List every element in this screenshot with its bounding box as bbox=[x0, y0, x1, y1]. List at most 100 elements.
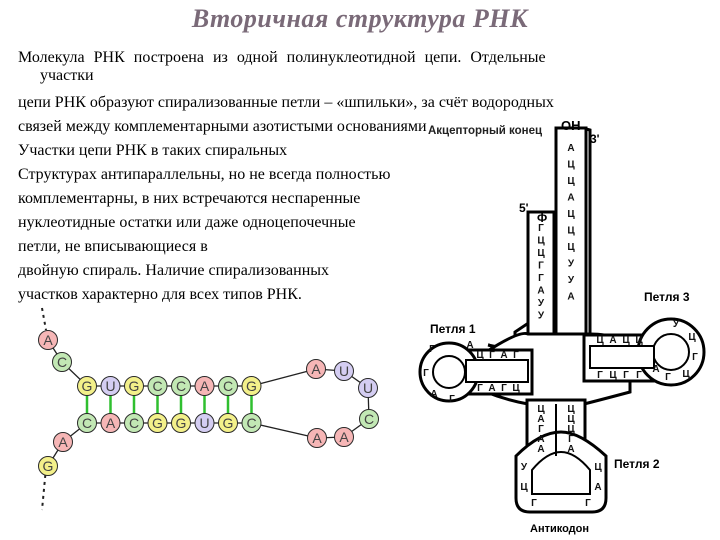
acceptor-end-label: Акцепторный конец bbox=[428, 125, 542, 137]
three-prime-label: 3' bbox=[590, 132, 600, 146]
nucleotide-letter: G bbox=[43, 458, 54, 474]
hairpin-bottom-nucleotide: C bbox=[124, 413, 144, 433]
nucleotide-circle bbox=[241, 413, 262, 433]
loop-1-bottom-base: Ц bbox=[512, 383, 520, 394]
hairpin-loop-nucleotide: C bbox=[359, 409, 379, 429]
nucleotide-circle bbox=[147, 413, 168, 433]
text-line-5: Участки цепи РНК в таких спиральных bbox=[18, 142, 288, 159]
page-title: Вторичная структура РНК bbox=[191, 4, 529, 33]
loop-1-base: А bbox=[466, 340, 473, 351]
hairpin-bottom-nucleotide: C bbox=[77, 413, 97, 433]
hairpin-bottom-nucleotide: G bbox=[171, 413, 191, 433]
nucleotide-circle bbox=[359, 409, 379, 429]
loop-1-bottom-base: А bbox=[488, 383, 495, 394]
loop-2-base: Г bbox=[531, 498, 537, 509]
loop-1-base: Г bbox=[423, 368, 429, 379]
acceptor-left-base: Г bbox=[538, 273, 544, 284]
acceptor-right-base: Ц bbox=[567, 160, 575, 171]
nucleotide-circle bbox=[218, 413, 238, 433]
loop-2-left-base: А bbox=[537, 414, 544, 425]
nucleotide-letter: A bbox=[311, 361, 321, 377]
hairpin-tail-nucleotide: A bbox=[38, 330, 58, 350]
nucleotide-letter: U bbox=[199, 415, 209, 431]
loop-3-bottom-base: Г bbox=[623, 370, 629, 381]
loop-3-base: Г bbox=[692, 352, 698, 363]
loop-2-right-base: Ц bbox=[567, 424, 575, 435]
loop-2-base: Ц bbox=[520, 482, 528, 493]
text-line-7: комплементарны, в них встречаются неспар… bbox=[18, 190, 361, 207]
nucleotide-circle bbox=[100, 413, 121, 433]
nucleotide-circle bbox=[218, 376, 238, 396]
nucleotide-circle bbox=[358, 378, 378, 398]
hairpin-bottom-nucleotide: C bbox=[241, 413, 262, 433]
loop-2-left-base: А bbox=[537, 444, 544, 455]
loop-3-top-base: Ц bbox=[635, 335, 643, 346]
nucleotide-circle bbox=[124, 413, 144, 433]
nucleotide-letter: C bbox=[152, 378, 162, 394]
text-line-11: участков характерно для всех типов РНК. bbox=[18, 286, 302, 303]
loop-3-top-base: Ц bbox=[622, 335, 630, 346]
nucleotide-circle bbox=[241, 376, 262, 396]
loop-2-left-base: Г bbox=[538, 424, 544, 435]
nucleotide-circle bbox=[52, 352, 72, 372]
text-line-6: Структурах антипараллельны, но не всегда… bbox=[18, 166, 391, 183]
acceptor-left-base: Г bbox=[538, 223, 544, 234]
text-line-1: Молекула РНК построена из одной полинукл… bbox=[18, 49, 546, 66]
acceptor-left-base: У bbox=[538, 311, 545, 322]
nucleotide-letter: G bbox=[246, 378, 257, 394]
hairpin-top-nucleotide: C bbox=[218, 376, 238, 396]
text-line-10: двойную спираль. Наличие спирализованных bbox=[18, 262, 330, 279]
nucleotide-letter: U bbox=[339, 363, 349, 379]
phi-label: Ф bbox=[537, 211, 547, 225]
loop-1-base: А bbox=[430, 389, 437, 400]
loop-2-label: Петля 2 bbox=[614, 457, 660, 471]
loop-3-base: У bbox=[673, 319, 680, 330]
nucleotide-circle bbox=[100, 376, 121, 396]
acceptor-left-base: А bbox=[537, 286, 544, 297]
hairpin-top-nucleotide: C bbox=[171, 376, 191, 396]
loop-1-base: Г bbox=[429, 344, 435, 355]
nucleotide-circle bbox=[53, 432, 73, 452]
loop-2-right-base: Ц bbox=[567, 414, 575, 425]
nucleotide-circle bbox=[38, 330, 58, 350]
hairpin-backbone-link bbox=[251, 368, 317, 387]
nucleotide-letter: C bbox=[364, 411, 374, 427]
loop-2-right-base: Г bbox=[568, 434, 574, 445]
nucleotide-letter: U bbox=[105, 378, 115, 394]
nucleotide-letter: G bbox=[223, 415, 234, 431]
loop-2-left-base: А bbox=[537, 434, 544, 445]
nucleotide-letter: G bbox=[82, 378, 93, 394]
nucleotide-letter: A bbox=[312, 430, 322, 446]
nucleotide-letter: C bbox=[223, 378, 233, 394]
loop-3-base: А bbox=[652, 364, 659, 375]
nucleotide-letter: A bbox=[200, 378, 210, 394]
loop-2-left-base: Ц bbox=[537, 404, 545, 415]
loop-1-top-base: А bbox=[500, 350, 507, 361]
acceptor-right-base: А bbox=[567, 143, 574, 154]
hairpin-bottom-nucleotide: U bbox=[194, 413, 215, 433]
acceptor-left-base: У bbox=[538, 298, 545, 309]
nucleotide-circle bbox=[171, 376, 191, 396]
hairpin-top-nucleotide: G bbox=[77, 376, 97, 396]
acceptor-left-base: Ц bbox=[537, 236, 545, 247]
nucleotide-circle bbox=[194, 376, 215, 396]
nucleotide-letter: A bbox=[106, 415, 116, 431]
hairpin-loop-nucleotide: U bbox=[334, 361, 354, 381]
acceptor-right-base: Ц bbox=[567, 176, 575, 187]
acceptor-right-base: У bbox=[568, 259, 575, 270]
loop-3-label: Петля 3 bbox=[644, 290, 690, 304]
nucleotide-letter: A bbox=[58, 434, 68, 450]
hairpin-bottom-nucleotide: A bbox=[100, 413, 121, 433]
acceptor-right-base: А bbox=[567, 193, 574, 204]
acceptor-left-base: Г bbox=[538, 261, 544, 272]
loop-3-top-base: А bbox=[609, 335, 616, 346]
nucleotide-circle bbox=[124, 376, 144, 396]
nucleotide-letter: G bbox=[129, 378, 140, 394]
loop-1-top-base: Ц bbox=[476, 350, 484, 361]
nucleotide-circle bbox=[194, 413, 215, 433]
loop-3-top-base: Ц bbox=[596, 335, 604, 346]
nucleotide-circle bbox=[77, 413, 97, 433]
